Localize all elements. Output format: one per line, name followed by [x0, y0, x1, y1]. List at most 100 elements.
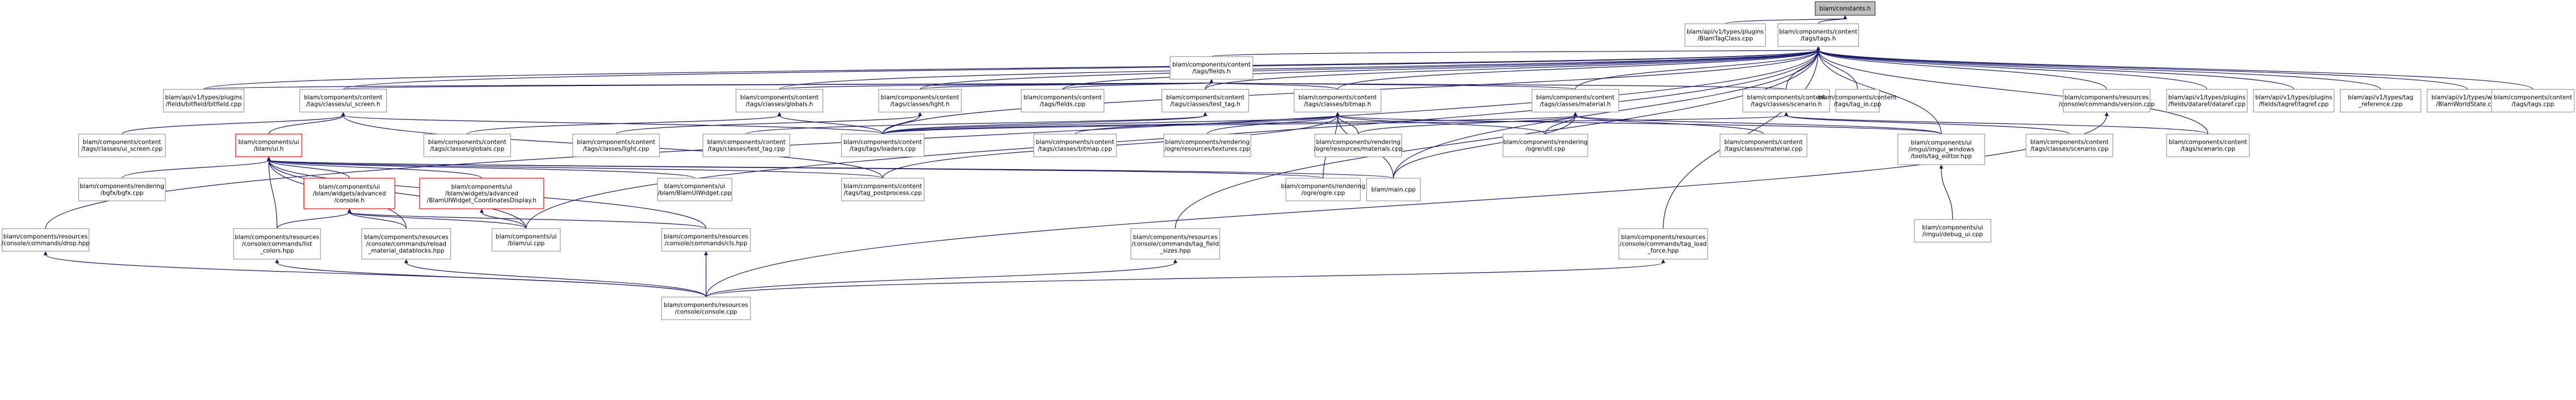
- edge-scenario-h-to-fields-h: [1209, 79, 1787, 90]
- node-label: blam/components/ui: [451, 184, 513, 191]
- node-label: /tags/classes/material.cpp: [1725, 146, 1803, 153]
- node-scenario-cpp[interactable]: blam/components/content/tags/classes/sce…: [2025, 134, 2113, 157]
- dependency-edge: [1818, 49, 2294, 90]
- node-list-colors[interactable]: blam/components/resources/console/comman…: [233, 228, 321, 260]
- edge-blamuiwidget-to-ui-h: [267, 157, 695, 179]
- node-box: [1294, 89, 1381, 113]
- node-main-cpp[interactable]: blam/main.cpp: [1366, 178, 1421, 201]
- node-label: blam/components/content: [1036, 139, 1114, 146]
- node-box: [2063, 89, 2151, 113]
- node-tag-field-sizes[interactable]: blam/components/resources/console/comman…: [1130, 228, 1221, 260]
- dependency-edge: [349, 212, 527, 229]
- node-box: [303, 178, 395, 209]
- node-light-cpp[interactable]: blam/components/content/tags/classes/lig…: [572, 134, 660, 157]
- node-ui-screen-h[interactable]: blam/components/content/tags/classes/ui_…: [299, 89, 387, 113]
- node-box: [572, 134, 660, 157]
- node-cls-hpp[interactable]: blam/components/resources/console/comman…: [661, 228, 751, 252]
- node-tags-loaders[interactable]: blam/components/content/tags/tags/loader…: [841, 134, 925, 157]
- node-label: /tags/classes/bitmap.h: [1304, 101, 1371, 108]
- node-label: blam/main.cpp: [1371, 187, 1416, 193]
- node-box: [492, 228, 561, 252]
- node-scenario-h[interactable]: blam/components/content/tags/classes/sce…: [1742, 89, 1830, 113]
- edge-tags-cpp-to-tags-h: [1816, 46, 2534, 90]
- node-label: blam/api/v1/types/world: [2432, 94, 2504, 101]
- node-console-cpp[interactable]: blam/components/resources/console/consol…: [661, 296, 751, 320]
- node-label: blam/components/resources: [1621, 234, 1705, 241]
- node-material-h[interactable]: blam/components/content/tags/classes/mat…: [1532, 89, 1619, 113]
- dependency-edge: [616, 115, 920, 135]
- node-blamuiwidget[interactable]: blam/components/ui/blam/BlamUIWidget.cpp: [657, 178, 732, 201]
- node-box: [2166, 134, 2250, 157]
- node-tag-postprocess[interactable]: blam/components/content/tags/tag_postpro…: [841, 178, 925, 201]
- edge-blamtagclass-to-constants-h: [1725, 15, 1848, 24]
- node-ui-h[interactable]: blam/components/ui/blam/ui.h: [235, 134, 302, 157]
- node-util-cpp[interactable]: blam/components/rendering/ogre/util.cpp: [1502, 134, 1588, 157]
- node-label: /console.h: [334, 197, 365, 204]
- dependency-edge: [481, 212, 527, 229]
- edge-console-cpp-to-tag-load-force: [705, 259, 1665, 298]
- node-materials-cpp[interactable]: blam/components/rendering/ogre/resources…: [1314, 134, 1403, 157]
- node-label: /fields/bitfield/bitfield.cpp: [166, 101, 242, 108]
- node-ui-screen-cpp[interactable]: blam/components/content/tags/classes/ui_…: [78, 134, 166, 157]
- node-box: [841, 178, 925, 201]
- node-ui-cpp[interactable]: blam/components/ui/blam/ui.cpp: [492, 228, 561, 252]
- edge-cls-hpp-to-console-h: [347, 209, 707, 229]
- node-bitfield[interactable]: blam/api/v1/types/plugins/fields/bitfiel…: [163, 89, 245, 113]
- node-label: /blam/widgets/advanced: [445, 191, 518, 197]
- node-debug-ui[interactable]: blam/components/ui/imgui/debug_ui.cpp: [1914, 219, 1991, 243]
- node-tag-editor[interactable]: blam/components/ui/imgui/imgui_windows/t…: [1897, 134, 1985, 165]
- dependency-edge: [1940, 167, 1954, 220]
- edge-main-cpp-to-material-h: [1393, 112, 1577, 179]
- node-tag-reference[interactable]: blam/api/v1/types/tag_reference.cpp: [2340, 89, 2421, 113]
- node-bitmap-cpp[interactable]: blam/components/content/tags/classes/bit…: [1033, 134, 1117, 157]
- node-globals-h[interactable]: blam/components/content/tags/classes/glo…: [735, 89, 824, 113]
- dependency-edge: [268, 160, 527, 229]
- node-label: /tags/fields.cpp: [1040, 101, 1086, 108]
- node-blamtagclass[interactable]: blam/api/v1/types/plugins/BlamTagClass.c…: [1684, 23, 1766, 47]
- node-label: blam/api/v1/types/plugins: [1687, 29, 1764, 36]
- dependency-edge: [882, 115, 1338, 135]
- node-tag-load-force[interactable]: blam/components/resources/console/comman…: [1618, 228, 1708, 260]
- node-label: blam/components/rendering: [1316, 139, 1401, 146]
- node-tags-cpp[interactable]: blam/components/content/tags/tags.cpp: [2491, 89, 2575, 113]
- node-console-h[interactable]: blam/components/ui/blam/widgets/advanced…: [303, 178, 395, 209]
- node-bgfx-cpp[interactable]: blam/components/rendering/bgfx/bgfx.cpp: [78, 178, 166, 201]
- node-version-cpp[interactable]: blam/components/resources/console/comman…: [2059, 89, 2155, 113]
- node-tagref[interactable]: blam/api/v1/types/plugins/fields/tagref/…: [2253, 89, 2335, 113]
- dependency-edge: [1393, 49, 1819, 179]
- node-label: _material_datablocks.hpp: [368, 248, 445, 255]
- node-globals-cpp[interactable]: blam/components/content/tags/classes/glo…: [423, 134, 511, 157]
- arrowhead: [703, 251, 708, 255]
- node-datarefdatatel[interactable]: blam/api/v1/types/plugins/fields/dataref…: [2166, 89, 2248, 113]
- node-label: blam/api/v1/types/tag: [2348, 94, 2413, 101]
- edge-tags-h-to-constants-h: [1818, 15, 1848, 24]
- dependency-edge: [343, 49, 1819, 90]
- node-label: /blam/ui.h: [254, 146, 284, 153]
- node-textures-cpp[interactable]: blam/components/rendering/ogre/resources…: [1163, 134, 1251, 157]
- node-label: blam/components/content: [1536, 94, 1614, 101]
- node-tags-h[interactable]: blam/components/content/tags/tags.h: [1777, 23, 1859, 47]
- dependency-edge: [1358, 115, 1576, 135]
- node-box: [1163, 134, 1251, 157]
- arrowhead: [341, 112, 346, 116]
- node-drop-hpp[interactable]: blam/components/resources/console/comman…: [1, 228, 90, 252]
- node-reload-datablocks[interactable]: blam/components/resources/console/comman…: [361, 228, 451, 260]
- node-label: blam/components/content: [304, 94, 382, 101]
- node-fields-h[interactable]: blam/components/content/tags/fields.h: [1170, 56, 1253, 80]
- node-label: blam/components/ui: [1910, 140, 1972, 147]
- node-coords-display[interactable]: blam/components/ui/blam/widgets/advanced…: [419, 178, 544, 209]
- node-tag-io[interactable]: blam/components/content/tags/tag_io.cpp: [1818, 89, 1897, 113]
- node-light-h[interactable]: blam/components/content/tags/classes/lig…: [878, 89, 962, 113]
- edge-console-cpp-to-version-cpp: [705, 112, 2109, 298]
- node-box: [299, 89, 387, 113]
- node-box: [163, 89, 245, 113]
- node-test-tag-h[interactable]: blam/components/content/tags/classes/tes…: [1161, 89, 1249, 113]
- node-bitmap-h[interactable]: blam/components/content/tags/classes/bit…: [1294, 89, 1381, 113]
- node-fields-cpp[interactable]: blam/components/content/tags/fields.cpp: [1021, 89, 1104, 113]
- dependency-edge: [1818, 49, 1942, 135]
- dependency-edge: [1545, 115, 1576, 135]
- node-ogre-cpp[interactable]: blam/components/rendering/ogre/ogre.cpp: [1281, 178, 1366, 201]
- node-tags-scenario[interactable]: blam/components/content/tags/scenario.cp…: [2166, 134, 2250, 157]
- node-material-cpp[interactable]: blam/components/content/tags/classes/mat…: [1720, 134, 1807, 157]
- node-test-tag-cpp[interactable]: blam/components/content/tags/classes/tes…: [702, 134, 790, 157]
